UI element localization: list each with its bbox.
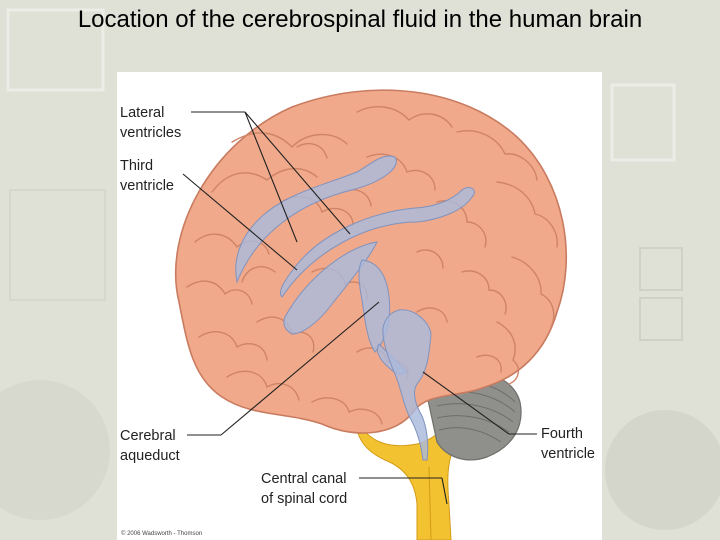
leader-cerebral-aqueduct-2 [220,301,380,436]
label-third-ventricle: Third ventricle [120,158,174,194]
leader-central-canal-2 [441,477,448,505]
label-central-canal: Central canal of spinal cord [261,471,348,507]
leader-fourth-ventricle-2 [422,371,510,435]
lateral-ventricle-posterior [283,241,378,335]
leader-lateral-ventricles-3 [244,111,351,235]
ventricle-system [235,155,475,461]
leader-third-ventricle [182,173,298,271]
label-lateral-ventricles: Lateral ventricles [120,105,182,141]
label-fourth-ventricle: Fourth ventricle [541,426,595,462]
lateral-ventricle-left [235,155,397,284]
slide-title: Location of the cerebrospinal fluid in t… [77,6,643,33]
copyright-notice: © 2006 Wadsworth - Thomson [121,531,203,537]
fourth-ventricle [382,309,432,461]
brain-illustration [174,89,567,540]
label-cerebral-aqueduct: Cerebral aqueduct [120,428,180,464]
lateral-ventricle-right [280,187,475,298]
cerebrum [174,89,567,434]
leader-lateral-ventricles-2 [244,111,298,243]
brain-diagram-figure: Lateral ventricles Third ventricle Cereb… [117,72,602,540]
